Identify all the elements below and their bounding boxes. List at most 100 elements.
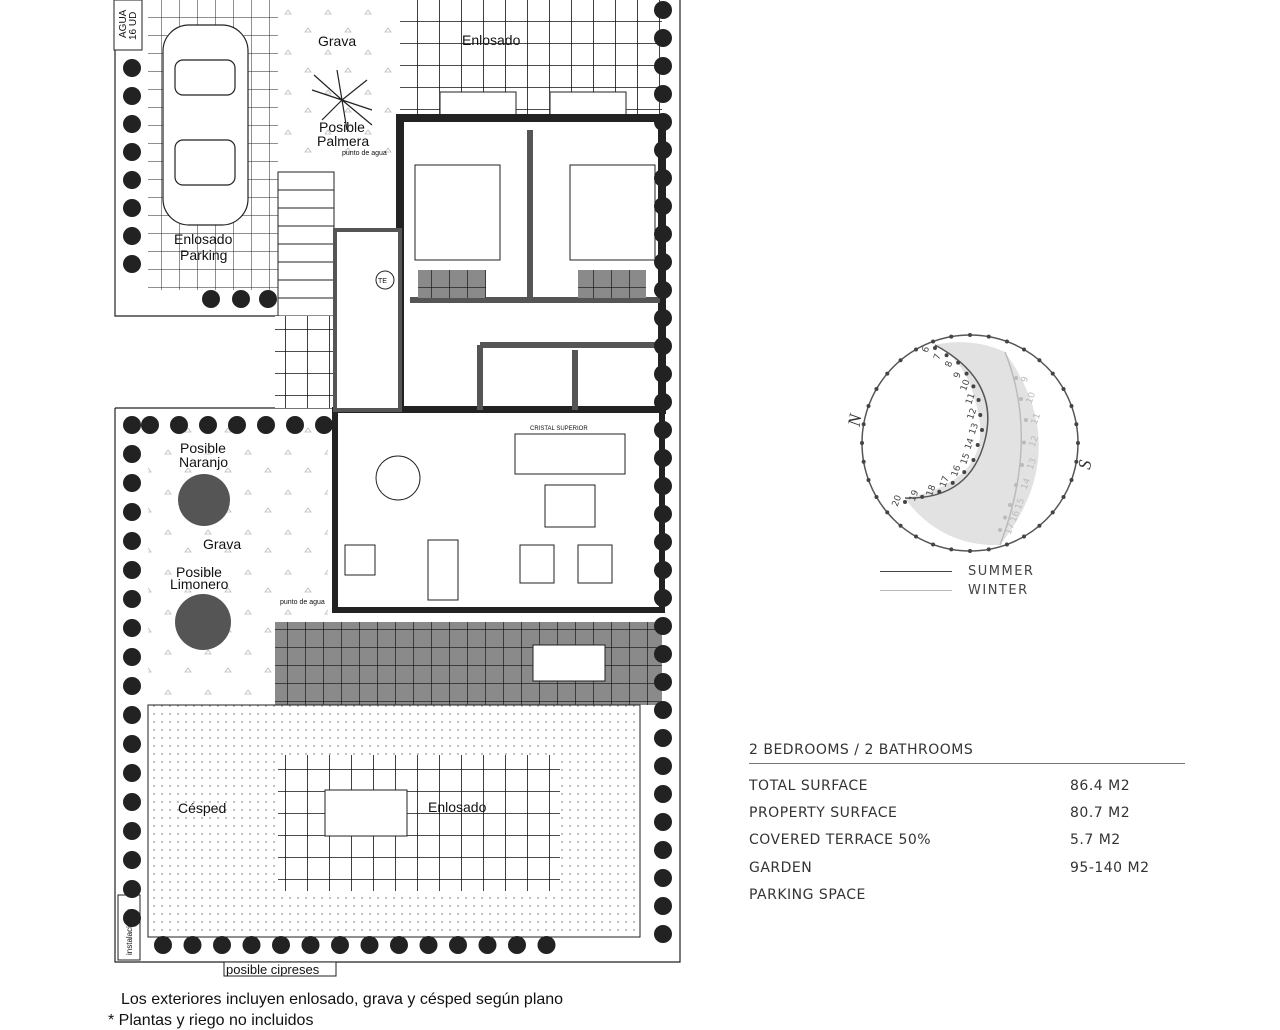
wardrobe [418,270,486,298]
winter-hour-dot [1020,463,1024,467]
horizon-tick [1004,542,1009,547]
winter-hour-dot [1024,418,1028,422]
coffee-table-icon [544,484,596,528]
horizon-tick [898,523,903,528]
water-point-left-label: punto de agua [280,599,325,606]
info-label: TOTAL SURFACE [749,777,868,794]
car-icon [162,24,249,226]
horizon-tick [914,534,918,539]
enlosado-top-label: Enlosado [462,32,521,48]
summer-hour-label: 6 [921,345,932,354]
summer-hour-label: 14 [964,437,977,451]
winter-hour-dot [1022,440,1026,445]
outdoor-table-icon [324,789,408,837]
info-value: 80.7 M2 [1070,804,1131,821]
horizon-tick [1022,347,1026,352]
horizon-tick [931,542,936,547]
tree-icon [123,59,141,77]
tree-icon [654,365,672,383]
bed-icon [569,164,656,261]
summer-hour-label: 19 [908,489,921,503]
tree-icon [654,617,672,635]
tree-icon [654,29,672,47]
parking-label: Enlosado [174,231,233,247]
horizon-tick [1069,404,1074,409]
tree-icon [123,143,141,161]
legend-summer-label: SUMMER [968,564,1035,579]
lemon-tree-icon [175,594,231,650]
tree-icon [478,936,497,954]
te-label: TE [378,278,387,285]
tree-icon [654,701,672,719]
horizon-tick [1050,371,1055,376]
tree-icon [654,197,672,215]
summer-hour-dot [950,480,955,485]
summer-hour-label: 8 [944,360,955,369]
house: TE CRISTAL SUPERIOR [332,114,666,613]
palm-tree-icon [311,69,373,131]
tree-icon [123,764,141,782]
winter-line [880,590,952,591]
tree-icon [654,841,672,859]
horizon-tick [1069,477,1074,482]
tree-icon [123,880,141,898]
tree-icon [654,421,672,439]
legend-summer: SUMMER [880,562,1034,581]
lemon-tree-label: Posible [176,564,222,580]
horizon-tick [874,387,879,391]
cipreses-box [223,961,337,977]
horizon-tick [1074,422,1079,427]
summer-hour-label: 13 [968,422,981,436]
orange-tree-icon [178,474,230,526]
horizon-tick [898,358,903,363]
info-label: COVERED TERRACE 50% [749,832,932,849]
tree-icon [301,936,320,954]
tree-icon [654,897,672,915]
tree-icon [537,936,556,954]
info-label: PROPERTY SURFACE [749,804,898,821]
summer-hour-label: 9 [952,371,963,380]
tree-icon [654,813,672,831]
info-label: PARKING SPACE [749,886,866,903]
winter-hour-label: 12 [1028,434,1041,448]
horizon-tick [1004,339,1009,344]
horizon-tick [1037,358,1042,363]
stairs [277,171,335,317]
winter-hour-dot [1008,503,1012,507]
tree-icon [213,936,231,954]
summer-hour-label: 11 [964,392,977,406]
terrace-table-icon [532,644,606,682]
tree-icon [654,757,672,775]
grava-left-label: Grava [203,536,241,552]
enlosado-bottom-label: Enlosado [428,799,487,815]
winter-hour-label: 10 [1025,391,1038,405]
winter-hour-label: 17 [1004,522,1017,536]
note-plants: * Plantas y riego no incluidos [108,1012,314,1029]
tree-icon [123,677,141,695]
winter-path [999,351,1023,546]
horizon-tick [1074,459,1079,464]
horizon-tick [885,510,890,515]
tree-icon [654,729,672,747]
water-point-label: punto de agua [342,150,387,157]
horizon-tick [861,459,866,464]
horizon-tick [885,371,890,376]
legend-winter: WINTER [880,581,1034,600]
tree-icon [654,337,672,355]
horizon-tick [1061,495,1066,499]
tree-icon [123,227,141,245]
tree-icon [272,936,290,954]
horizon-tick [866,404,871,409]
tree-icon [170,416,188,434]
winter-hour-label: 13 [1026,457,1039,471]
tree-icon [331,936,349,954]
tree-icon [654,309,672,327]
tree-icon [199,416,217,434]
summer-hour-label: 7 [932,353,943,362]
horizon-tick [1076,441,1080,445]
summer-hour-dot [920,494,925,499]
info-row: PARKING SPACE [749,881,1185,908]
